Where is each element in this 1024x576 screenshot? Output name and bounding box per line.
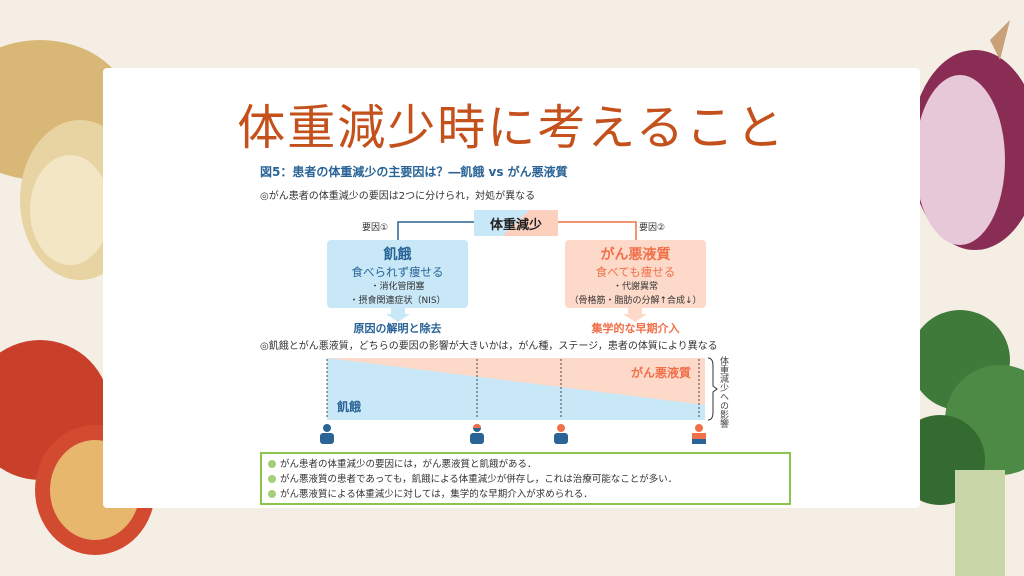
weight-loss-box: 体重減少 <box>474 210 558 236</box>
slide-title: 体重減少時に考えること <box>237 100 786 156</box>
factor2-label: 要因② <box>639 223 666 233</box>
bullet-icon <box>268 475 276 483</box>
person-icon <box>320 424 334 444</box>
cachexia-box: がん悪液質 食べても痩せる ・代謝異常 （骨格筋・脂肪の分解↑合成↓） <box>565 240 706 308</box>
starvation-band-label: 飢餓 <box>337 400 362 414</box>
axis-label: 体重減少への影響 <box>718 356 728 428</box>
factor1-label: 要因① <box>362 223 389 233</box>
key-points-box: がん患者の体重減少の要因には，がん悪液質と飢餓がある． がん悪液質の患者であって… <box>260 452 791 505</box>
cachexia-heading: がん悪液質 <box>600 247 671 263</box>
key-point-text: がん悪液質の患者であっても，飢餓による体重減少が併存し，これは治療可能なことが多… <box>280 474 678 485</box>
starvation-item: ・消化管閉塞 <box>370 282 425 292</box>
compare-text: ◎飢餓とがん悪液質，どちらの要因の影響が大きいかは，がん種，ステージ，患者の体質… <box>260 341 718 352</box>
bullet-icon <box>268 460 276 468</box>
starvation-conclusion: 原因の解明と除去 <box>353 322 442 335</box>
arrow-down-right <box>623 308 647 322</box>
key-point-text: がん患者の体重減少の要因には，がん悪液質と飢餓がある． <box>280 459 537 470</box>
starvation-sub: 食べられず痩せる <box>351 265 444 279</box>
key-point: がん悪液質の患者であっても，飢餓による体重減少が併存し，これは治療可能なことが多… <box>268 472 783 487</box>
cachexia-item: （骨格筋・脂肪の分解↑合成↓） <box>569 296 702 306</box>
brace <box>707 357 718 421</box>
slide-card <box>103 68 920 508</box>
person-icon <box>692 424 706 444</box>
figure-subtitle: ◎がん患者の体重減少の要因は2つに分けられ，対処が異なる <box>260 191 536 202</box>
starvation-region <box>327 358 705 420</box>
cachexia-conclusion: 集学的な早期介入 <box>591 322 680 335</box>
cachexia-item: ・代謝異常 <box>612 282 658 292</box>
starvation-box: 飢餓 食べられず痩せる ・消化管閉塞 ・摂食関連症状（NIS） <box>327 240 468 308</box>
key-point: がん悪液質による体重減少に対しては，集学的な早期介入が求められる． <box>268 487 783 502</box>
onion-illustration <box>910 20 1024 250</box>
cachexia-sub: 食べても痩せる <box>595 265 676 279</box>
starvation-heading: 飢餓 <box>383 247 412 263</box>
cachexia-band-label: がん悪液質 <box>631 366 692 380</box>
key-point: がん患者の体重減少の要因には，がん悪液質と飢餓がある． <box>268 457 783 472</box>
arrow-down-left <box>386 308 410 322</box>
figure-title: 図5：患者の体重減少の主要因は？―飢餓 vs がん悪液質 <box>260 165 568 179</box>
starvation-item: ・摂食関連症状（NIS） <box>349 296 446 306</box>
person-icon <box>554 424 568 444</box>
person-icon <box>470 424 484 444</box>
bullet-icon <box>268 490 276 498</box>
key-point-text: がん悪液質による体重減少に対しては，集学的な早期介入が求められる． <box>280 489 593 500</box>
